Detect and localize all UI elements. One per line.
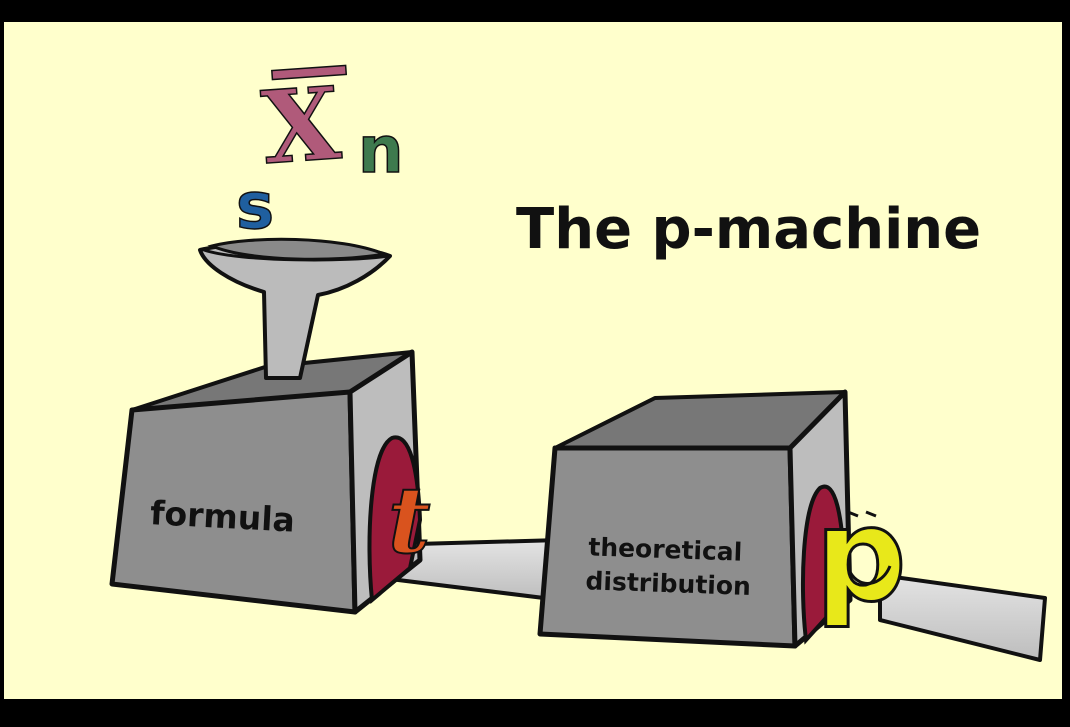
formula-machine: formula	[109, 237, 423, 615]
p-letter: p	[815, 482, 907, 631]
page-title: The p-machine	[516, 197, 981, 262]
xbar-overline	[271, 64, 348, 81]
formula-label: formula	[149, 493, 296, 540]
conveyor-belt-2	[878, 573, 1047, 662]
xbar-input: X	[258, 63, 348, 188]
funnel	[198, 237, 392, 380]
s-input: s	[236, 170, 274, 244]
t-letter: t	[388, 466, 431, 574]
machine2-door	[800, 484, 847, 645]
n-input: n	[358, 114, 404, 188]
p-smiley-face-icon	[847, 510, 892, 585]
machine1-door	[367, 435, 423, 604]
xbar-letter: X	[258, 64, 344, 187]
distribution-label-line2: distribution	[585, 566, 751, 601]
distribution-machine: theoretical distribution	[537, 389, 853, 649]
distribution-label-line1: theoretical	[588, 532, 743, 566]
t-output: t	[387, 465, 432, 575]
p-output: p	[814, 481, 909, 633]
